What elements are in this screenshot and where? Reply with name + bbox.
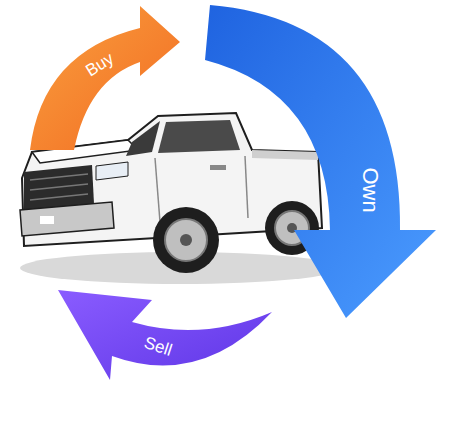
door-line	[245, 156, 248, 218]
front-wheel	[153, 207, 219, 273]
front-rim	[165, 219, 207, 261]
arrow-band	[205, 5, 436, 318]
grille-bars	[30, 174, 88, 200]
fog-light	[40, 216, 54, 224]
arrow-band	[30, 6, 180, 150]
hub	[180, 234, 192, 246]
buy-arrow: Buy	[24, 4, 184, 156]
truck-windshield	[126, 121, 160, 156]
headlight	[96, 162, 128, 180]
sell-arrow: Sell	[54, 284, 274, 384]
door-handle	[210, 165, 226, 170]
truck-grille	[24, 165, 94, 210]
truck-bed-rail	[252, 150, 318, 160]
door-line	[155, 158, 160, 222]
arrow-shape	[24, 4, 184, 156]
arrow-shape	[200, 2, 440, 322]
front-bumper	[20, 202, 114, 236]
truck-window	[158, 120, 240, 153]
arrow-shape	[54, 284, 274, 384]
arrow-band	[58, 290, 272, 380]
arrow-label: Own	[359, 167, 381, 212]
own-arrow: Own	[200, 2, 440, 322]
